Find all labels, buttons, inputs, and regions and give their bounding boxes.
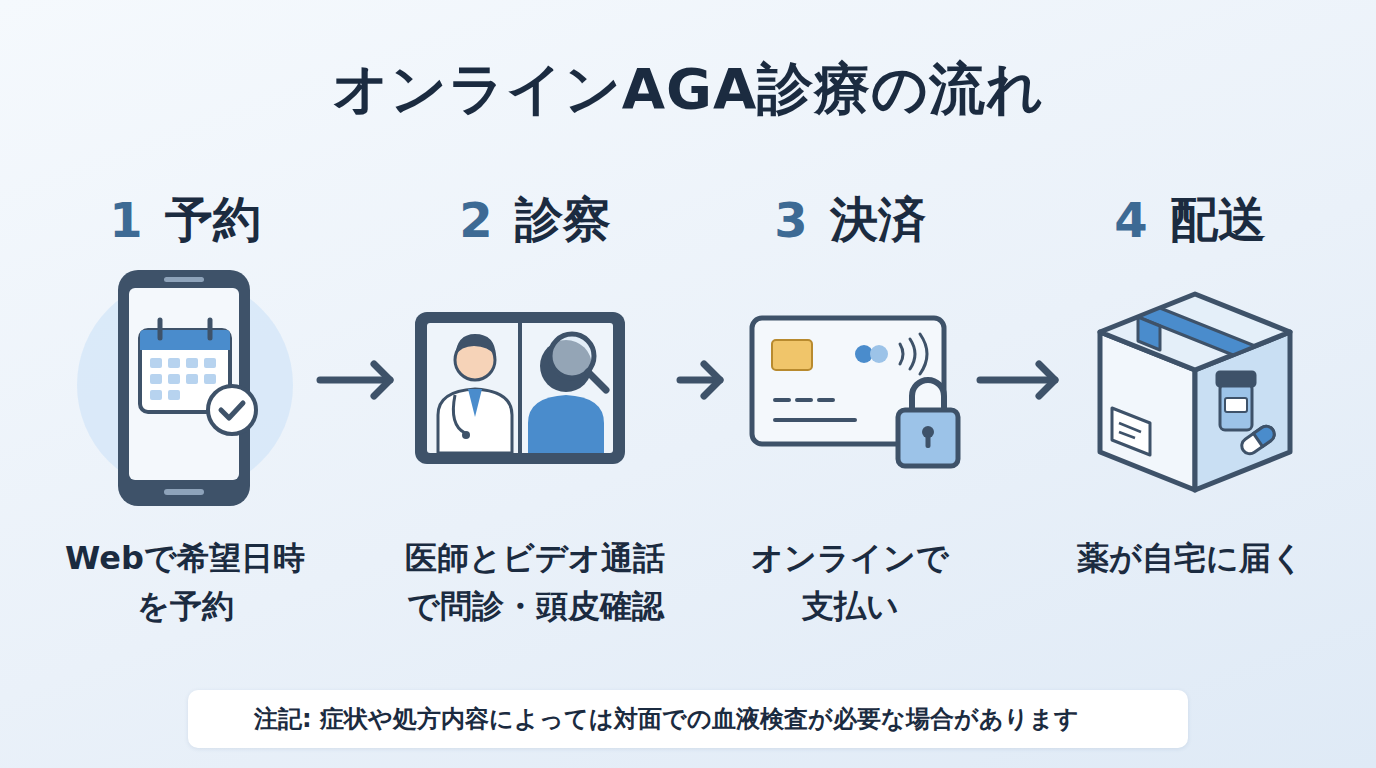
stethoscope-head: [462, 431, 470, 439]
box-top-face: [1100, 294, 1290, 370]
tablet-icon: [415, 312, 625, 464]
step-description: オンラインで 支払い: [725, 534, 975, 630]
tablet-screen: [427, 323, 613, 453]
flow-arrow: [320, 364, 390, 396]
calendar-cell: [168, 390, 180, 400]
phone-button: [164, 489, 204, 495]
box-tape: [1138, 308, 1255, 355]
step-title: 診察: [515, 188, 611, 252]
box-tape: [1138, 317, 1160, 350]
calendar-grid: [150, 358, 216, 400]
step-heading: 2 診察: [395, 182, 675, 258]
calendar-cell: [168, 374, 180, 384]
arrow-line: [680, 377, 720, 384]
check-badge: [208, 386, 256, 434]
arrow-head: [374, 364, 390, 396]
calendar-cell: [186, 374, 198, 384]
calendar-cell: [150, 390, 162, 400]
step-heading: 3 決済: [725, 182, 975, 258]
calendar-header: [140, 330, 230, 350]
card-icon: [752, 318, 958, 466]
label-lines: [1119, 423, 1141, 438]
step-description: Webで希望日時 を予約: [55, 534, 315, 630]
step-number: 4: [1114, 192, 1147, 248]
lock-body: [898, 410, 958, 466]
step-column: 1 予約 Webで希望日時 を予約: [55, 182, 315, 632]
step-description: 医師とビデオ通話 で問診・頭皮確認: [395, 534, 675, 630]
phone-screen: [129, 288, 239, 480]
bottle-label: [1225, 398, 1247, 412]
capsule-shell: [1239, 423, 1278, 457]
doctor-coat: [438, 389, 512, 453]
capsule-half: [1253, 423, 1277, 446]
diagram-title: オンラインAGA診療の流れ: [0, 52, 1376, 128]
step-title: 予約: [165, 188, 261, 252]
stethoscope: [453, 395, 465, 433]
arrow-head: [1039, 364, 1055, 396]
calendar-cell: [204, 358, 216, 368]
step-number: 1: [109, 192, 142, 248]
flow-arrow: [980, 364, 1055, 396]
step-heading: 1 予約: [55, 182, 315, 258]
medicine-bottle: [1220, 384, 1252, 430]
check-mark: [221, 403, 243, 418]
bottle-cap: [1217, 372, 1255, 386]
flow-arrow: [680, 364, 720, 396]
calendar-cell: [168, 358, 180, 368]
step-column: 4 配送薬が自宅に届く: [1060, 182, 1320, 632]
calendar-ring: [158, 320, 163, 338]
package-icon: [1100, 294, 1290, 490]
card-chip: [772, 340, 812, 370]
arrow-line: [320, 377, 390, 384]
lock-shackle: [912, 380, 944, 412]
calendar-cell: [204, 374, 216, 384]
tablet-body: [415, 312, 625, 464]
calendar-cell: [150, 374, 162, 384]
step-title: 配送: [1170, 188, 1266, 252]
step-description: 薬が自宅に届く: [1060, 534, 1320, 582]
step-number: 3: [774, 192, 807, 248]
doctor-tie: [468, 389, 482, 417]
step-column: 2 診察医師とビデオ通話 で問診・頭皮確認: [395, 182, 675, 632]
capsule: [1239, 423, 1278, 457]
doctor-hair: [455, 334, 496, 356]
arrow-line: [980, 377, 1055, 384]
card-logo: [870, 345, 888, 363]
arrow-head: [704, 364, 720, 396]
step-number: 2: [459, 192, 492, 248]
card-number: [775, 398, 833, 402]
magnifier-handle: [588, 372, 606, 390]
phone-icon: [77, 270, 293, 506]
phone-speaker: [164, 277, 204, 282]
screen-divider: [518, 323, 522, 453]
step-column: 3 決済オンラインで 支払い: [725, 182, 975, 632]
patient-body: [528, 395, 604, 453]
step-title: 決済: [830, 188, 926, 252]
note-box: 注記: 症状や処方内容によっては対面での血液検査が必要な場合があります: [188, 690, 1188, 748]
calendar-cell: [186, 358, 198, 368]
calendar-cell: [150, 358, 162, 368]
lock-keyhole: [926, 434, 931, 448]
icon-halo: [77, 277, 293, 493]
shipping-label: [1112, 408, 1150, 455]
note-text: 注記: 症状や処方内容によっては対面での血液検査が必要な場合があります: [254, 703, 1079, 735]
contactless-waves: [900, 334, 927, 374]
card-name: [775, 418, 855, 422]
calendar-ring: [208, 320, 213, 338]
step-heading: 4 配送: [1060, 182, 1320, 258]
